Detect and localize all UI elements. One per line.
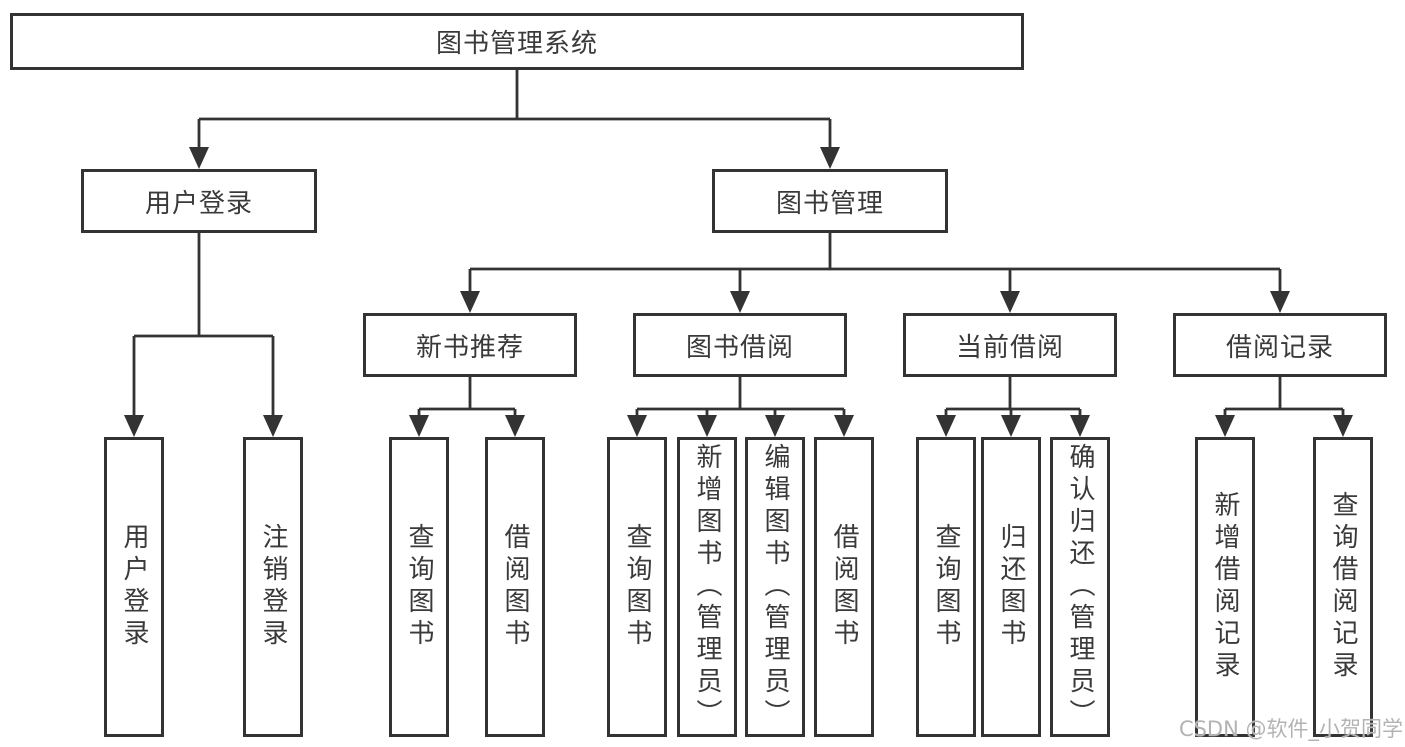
csdn-watermark: CSDN @软件_小贺同学	[1178, 717, 1403, 741]
leaf-logout: 注销登录	[243, 437, 303, 737]
node-label: 图书借阅	[685, 332, 794, 363]
leaf-br-add-record: 新增借阅记录	[1195, 437, 1255, 737]
node-label: 确认归还（管理员）	[1065, 443, 1095, 731]
node-label: 借阅图书	[500, 523, 530, 651]
node-new-book-recommend: 新书推荐	[363, 313, 577, 377]
node-label: 查询图书	[622, 523, 652, 651]
node-current-borrow: 当前借阅	[903, 313, 1117, 377]
node-label: 用户登录	[144, 188, 253, 219]
node-label: 借阅图书	[829, 523, 859, 651]
node-label: 图书管理系统	[435, 29, 598, 59]
node-label: 查询借阅记录	[1328, 491, 1358, 683]
node-label: 当前借阅	[955, 332, 1064, 363]
leaf-nbr-borrow-books: 借阅图书	[485, 437, 545, 737]
node-label: 查询图书	[404, 523, 434, 651]
node-user-login: 用户登录	[81, 169, 317, 233]
leaf-cb-return-books: 归还图书	[981, 437, 1041, 737]
leaf-br-query-record: 查询借阅记录	[1313, 437, 1373, 737]
node-label: 查询图书	[931, 523, 961, 651]
node-label: 借阅记录	[1225, 332, 1334, 363]
node-borrow-records: 借阅记录	[1173, 313, 1387, 377]
node-label: 注销登录	[258, 523, 288, 651]
node-label: 图书管理	[775, 188, 884, 219]
node-root-library-management-system: 图书管理系统	[10, 13, 1024, 70]
leaf-nbr-query-books: 查询图书	[389, 437, 449, 737]
arrowheads	[124, 147, 1353, 437]
leaf-cb-confirm-return-admin: 确认归还（管理员）	[1050, 437, 1110, 737]
node-label: 新书推荐	[415, 332, 524, 363]
leaf-bb-borrow-books: 借阅图书	[814, 437, 874, 737]
node-book-borrow: 图书借阅	[633, 313, 847, 377]
node-label: 归还图书	[996, 523, 1026, 651]
node-book-management: 图书管理	[712, 169, 948, 233]
node-label: 新增图书（管理员）	[692, 443, 722, 731]
leaf-user-login: 用户登录	[104, 437, 164, 737]
node-label: 用户登录	[119, 523, 149, 651]
node-label: 编辑图书（管理员）	[760, 443, 790, 731]
leaf-bb-query-books: 查询图书	[607, 437, 667, 737]
leaf-bb-edit-books-admin: 编辑图书（管理员）	[745, 437, 805, 737]
leaf-cb-query-books: 查询图书	[916, 437, 976, 737]
leaf-bb-add-books-admin: 新增图书（管理员）	[677, 437, 737, 737]
node-label: 新增借阅记录	[1210, 491, 1240, 683]
